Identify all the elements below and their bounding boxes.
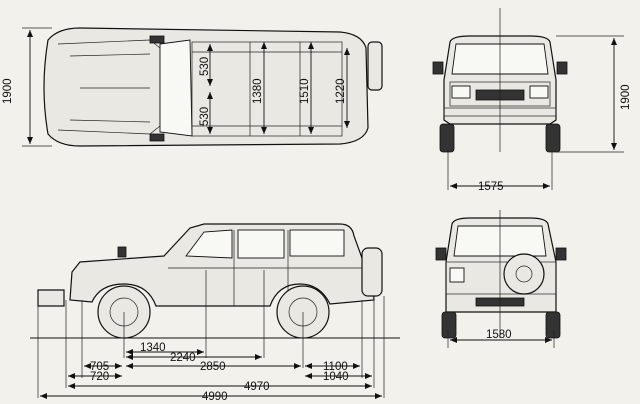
dimension-front-seat-pos: 1340 (126, 342, 204, 355)
dimension-length-total: 4990 (40, 391, 382, 403)
top-view: 1900 530 530 1380 (2, 27, 383, 147)
dimension-wheelbase: 2850 (126, 361, 301, 373)
svg-text:1340: 1340 (140, 342, 166, 354)
dimension-rear-overhang-alt: 1040 (305, 371, 372, 383)
dimension-front-overhang: 705 (84, 361, 122, 373)
dimension-overall-height: 1900 (556, 35, 632, 153)
svg-text:1580: 1580 (486, 329, 512, 341)
svg-text:705: 705 (90, 361, 109, 373)
svg-text:1100: 1100 (323, 361, 348, 373)
svg-text:4970: 4970 (244, 381, 270, 393)
dimension-rear-seat-pos: 2240 (126, 352, 262, 364)
svg-text:2850: 2850 (200, 361, 226, 373)
svg-text:720: 720 (90, 371, 109, 383)
svg-text:1510: 1510 (299, 78, 311, 104)
overall-width-label: 1900 (2, 78, 14, 104)
dimension-shoulder-width: 1510 (299, 42, 314, 134)
dimension-rear-overhang: 1100 (305, 361, 360, 373)
rear-view: 1580 (435, 210, 567, 348)
dimension-track-front: 1575 (447, 150, 553, 193)
svg-text:4990: 4990 (202, 391, 228, 403)
dimension-seat-rear: 530 (199, 92, 213, 134)
svg-text:1900: 1900 (620, 84, 632, 110)
dimension-length-body: 4970 (68, 381, 372, 393)
dimension-overall-width: 1900 (2, 27, 52, 147)
svg-text:530: 530 (199, 107, 211, 126)
dimension-cabin-width: 1380 (252, 42, 267, 134)
svg-text:1380: 1380 (252, 78, 264, 104)
svg-text:2240: 2240 (170, 352, 196, 364)
dimension-interior-width: 1220 (335, 48, 350, 128)
svg-text:1575: 1575 (478, 181, 504, 193)
top-body-outline (43, 27, 369, 147)
dimension-seat-front: 530 (199, 44, 213, 86)
svg-text:1040: 1040 (323, 371, 349, 383)
dimension-track-rear: 1580 (447, 329, 555, 348)
svg-text:530: 530 (199, 57, 211, 76)
side-view: 1340 2240 2850 705 720 1100 1040 4970 (30, 223, 400, 403)
svg-text:1220: 1220 (335, 78, 347, 104)
front-view: 1900 1575 (432, 8, 632, 193)
dimension-front-overhang-alt: 720 (68, 371, 122, 383)
